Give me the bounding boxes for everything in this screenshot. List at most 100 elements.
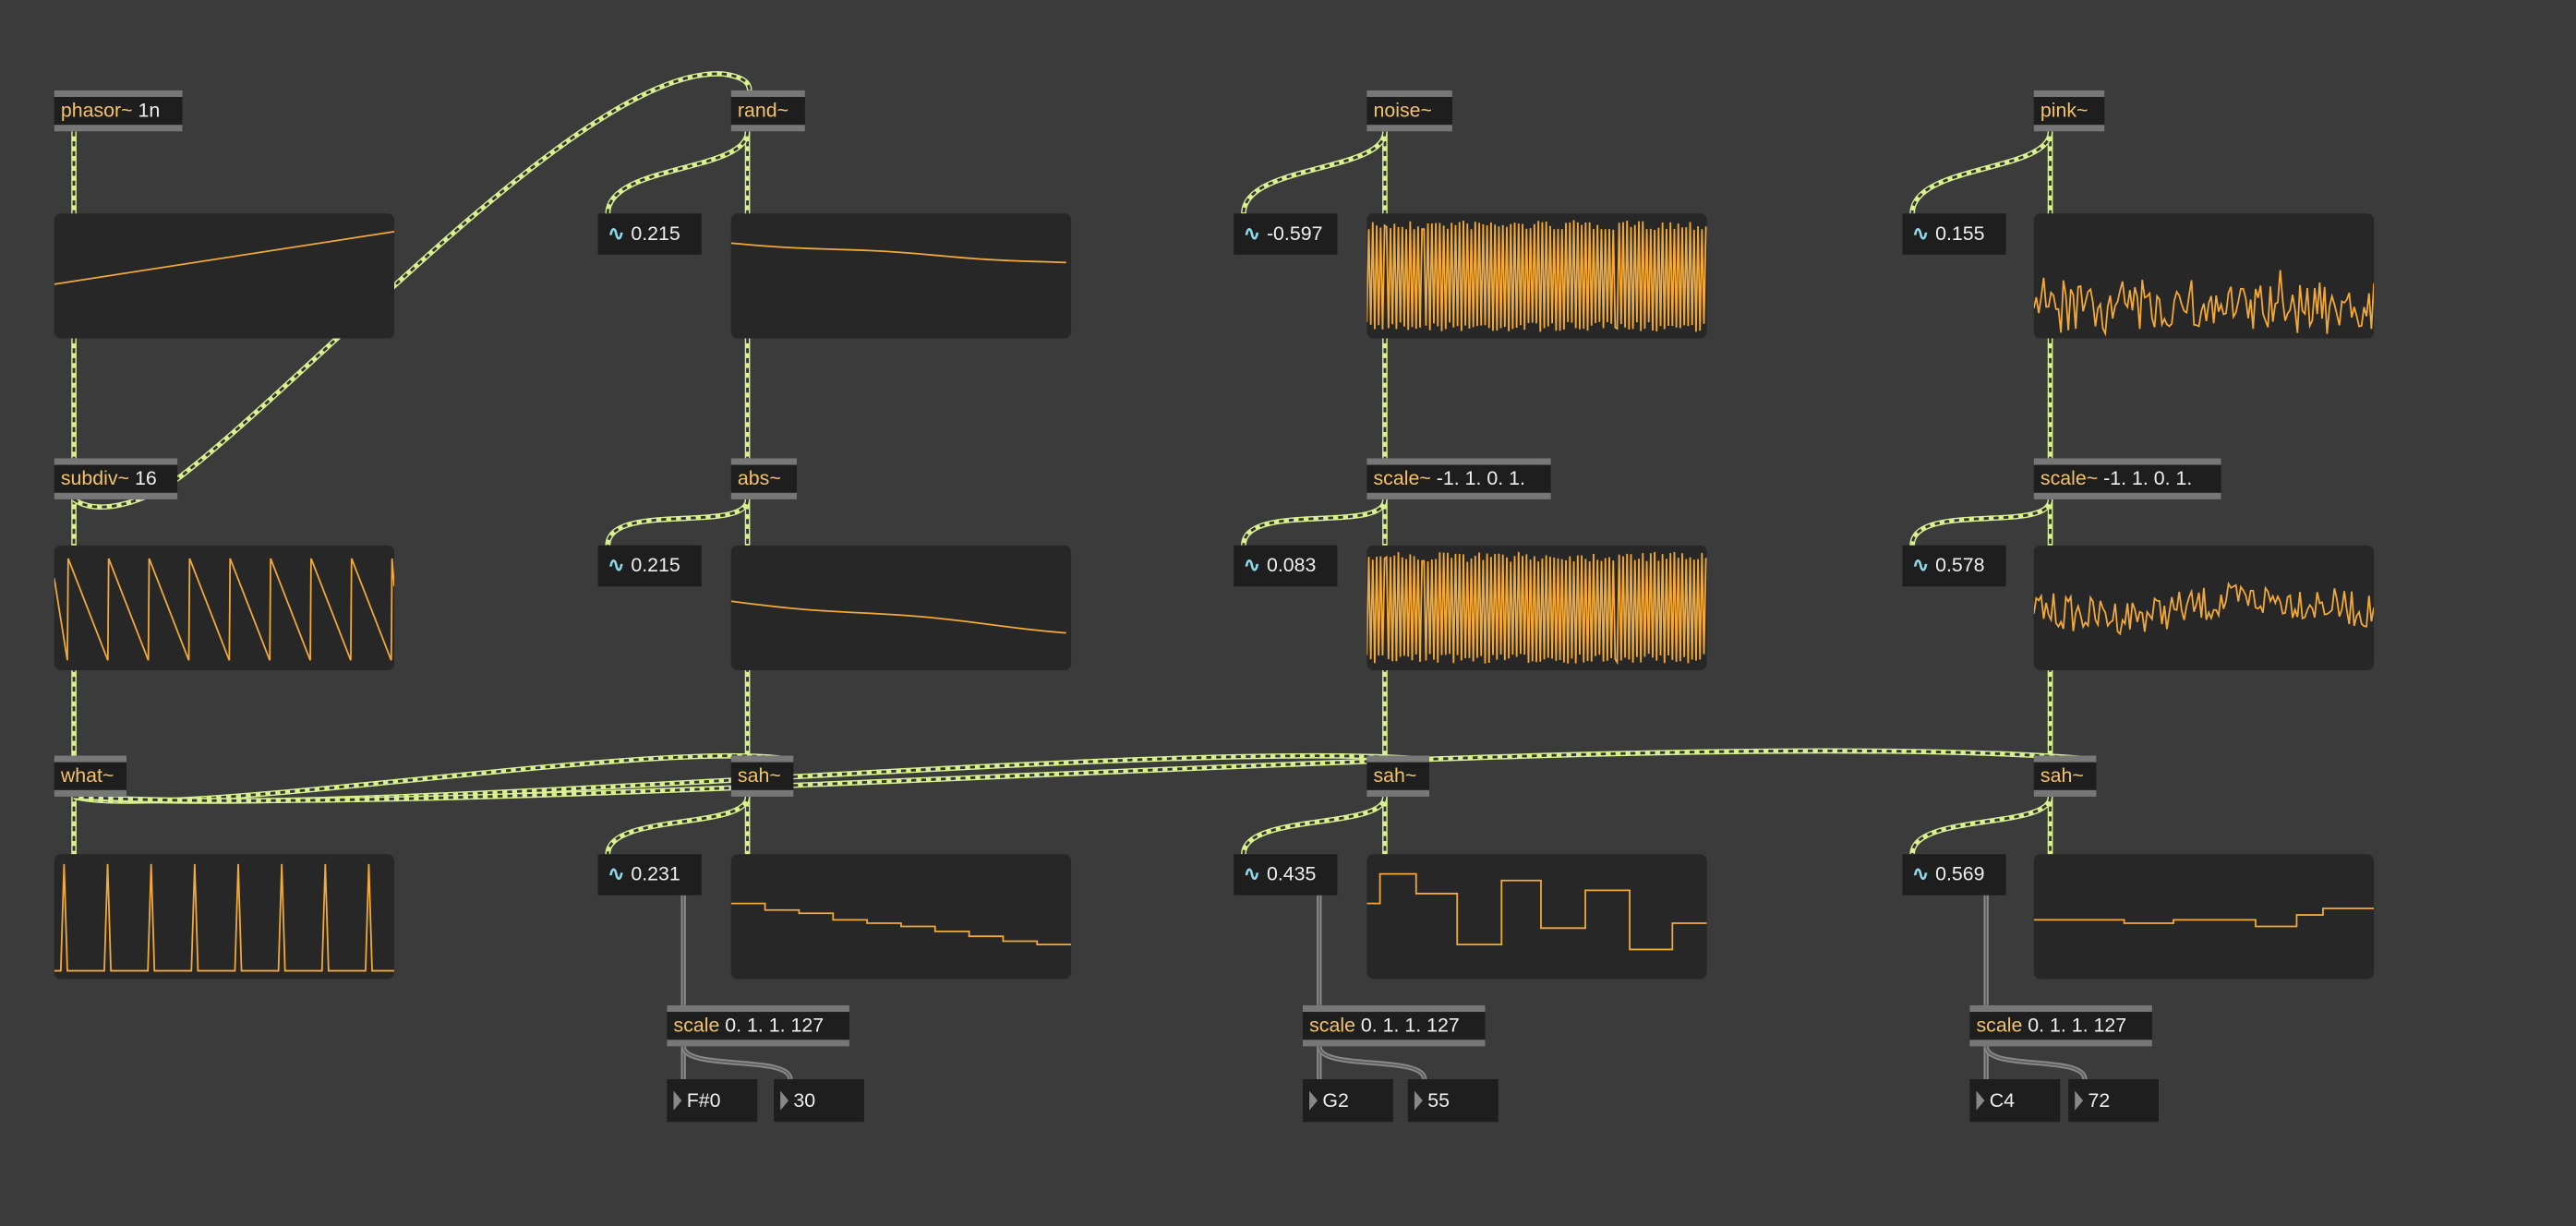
waveform-trace <box>730 902 1072 945</box>
signal-cord[interactable] <box>1241 130 1388 214</box>
inlet-triangle-icon <box>1309 1090 1318 1111</box>
waveform-trace <box>54 863 395 972</box>
signal-cord[interactable] <box>73 752 786 804</box>
scope-mid[interactable] <box>1366 545 1707 670</box>
note-value: F#0 <box>686 1088 721 1112</box>
signal-number-box[interactable]: ∿0.215 <box>597 545 702 587</box>
signal-number-box[interactable]: ∿-0.597 <box>1234 213 1338 255</box>
source-object[interactable]: rand~ <box>730 90 805 132</box>
object-args: -1. 1. 0. 1. <box>2103 466 2193 490</box>
waveform-trace <box>1366 220 1707 332</box>
mid-object[interactable]: abs~ <box>730 458 797 499</box>
signal-number-box[interactable]: ∿0.215 <box>597 213 702 255</box>
waveform-trace <box>54 231 395 285</box>
waveform-trace <box>2033 581 2375 636</box>
object-name: rand~ <box>737 98 789 122</box>
object-name: scale <box>1976 1013 2023 1037</box>
signal-cord[interactable] <box>1909 499 2053 547</box>
scope-sah[interactable] <box>1366 854 1707 980</box>
number-value: -0.597 <box>1266 222 1323 246</box>
waveform-trace <box>1366 872 1707 951</box>
scope-source[interactable] <box>1366 213 1707 339</box>
object-name: noise~ <box>1373 98 1433 122</box>
midi-value: 55 <box>1427 1088 1450 1112</box>
signal-cord[interactable] <box>73 748 2088 804</box>
mid-object[interactable]: scale~ -1. 1. 0. 1. <box>1366 458 1551 499</box>
scope-subdiv[interactable] <box>54 545 395 670</box>
signal-cord[interactable] <box>605 130 751 214</box>
waveform-trace <box>730 600 1066 634</box>
inlet-triangle-icon <box>673 1090 682 1111</box>
number-value: 0.155 <box>1935 222 1985 246</box>
scope-sah[interactable] <box>2033 854 2375 980</box>
object-name: scale <box>673 1013 720 1037</box>
control-cord[interactable] <box>1983 1045 2088 1080</box>
waveform-trace <box>54 558 395 661</box>
subdiv-object[interactable]: subdiv~ 16 <box>54 458 178 499</box>
scope-source[interactable] <box>2033 213 2375 339</box>
midi-number-box[interactable]: 72 <box>2068 1079 2160 1123</box>
signal-number-box[interactable]: ∿0.578 <box>1902 545 2006 587</box>
object-args: 1n <box>138 98 161 122</box>
object-name: subdiv~ <box>60 466 130 490</box>
sah-object[interactable]: sah~ <box>730 755 794 797</box>
object-name: sah~ <box>1373 763 1417 787</box>
number-value: 0.569 <box>1935 862 1985 886</box>
scale-object[interactable]: scale 0. 1. 1. 127 <box>1969 1004 2152 1047</box>
signal-number-box[interactable]: ∿0.569 <box>1902 854 2006 895</box>
midi-number-box[interactable]: 30 <box>774 1079 864 1123</box>
signal-cord[interactable] <box>605 796 751 855</box>
inlet-triangle-icon <box>1414 1090 1423 1111</box>
sah-object[interactable]: sah~ <box>2033 755 2097 797</box>
midi-number-box[interactable]: 55 <box>1407 1079 1499 1123</box>
object-name: what~ <box>60 763 114 787</box>
signal-wave-icon: ∿ <box>1912 222 1930 246</box>
control-cord[interactable] <box>1317 1045 1427 1080</box>
scale-object[interactable]: scale 0. 1. 1. 127 <box>667 1004 849 1047</box>
number-value: 0.215 <box>631 222 680 246</box>
scope-what[interactable] <box>54 854 395 980</box>
object-name: phasor~ <box>60 98 133 122</box>
scope-sah[interactable] <box>730 854 1072 980</box>
scope-mid[interactable] <box>2033 545 2375 670</box>
phasor-object[interactable]: phasor~ 1n <box>54 90 183 132</box>
object-args: 0. 1. 1. 127 <box>1360 1013 1460 1037</box>
scope-source[interactable] <box>730 213 1072 339</box>
waveform-trace <box>730 242 1066 264</box>
what-object[interactable]: what~ <box>54 755 127 797</box>
object-name: abs~ <box>737 466 781 490</box>
signal-wave-icon: ∿ <box>1243 553 1260 577</box>
signal-wave-icon: ∿ <box>1912 553 1930 577</box>
mid-object[interactable]: scale~ -1. 1. 0. 1. <box>2033 458 2221 499</box>
scope-mid[interactable] <box>730 545 1072 670</box>
signal-number-box[interactable]: ∿0.231 <box>597 854 702 895</box>
note-name-box[interactable]: C4 <box>1969 1079 2061 1123</box>
signal-wave-icon: ∿ <box>608 222 625 246</box>
inlet-triangle-icon <box>780 1090 789 1111</box>
signal-cord[interactable] <box>1909 130 2053 214</box>
signal-cord[interactable] <box>1241 796 1388 855</box>
signal-wave-icon: ∿ <box>608 862 625 886</box>
signal-number-box[interactable]: ∿0.155 <box>1902 213 2006 255</box>
waveform-trace <box>1366 551 1707 666</box>
signal-number-box[interactable]: ∿0.083 <box>1234 545 1338 587</box>
signal-cord[interactable] <box>605 499 751 547</box>
signal-number-box[interactable]: ∿0.435 <box>1234 854 1338 895</box>
signal-wave-icon: ∿ <box>1243 222 1260 246</box>
scale-object[interactable]: scale 0. 1. 1. 127 <box>1302 1004 1486 1047</box>
note-value: C4 <box>1989 1088 2016 1112</box>
signal-cord[interactable] <box>1909 796 2053 855</box>
note-name-box[interactable]: G2 <box>1302 1079 1393 1123</box>
signal-cord[interactable] <box>1241 499 1388 547</box>
control-cord[interactable] <box>680 1045 793 1080</box>
signal-wave-icon: ∿ <box>1912 862 1930 886</box>
source-object[interactable]: pink~ <box>2033 90 2105 132</box>
scope-phasor[interactable] <box>54 213 395 339</box>
sah-object[interactable]: sah~ <box>1366 755 1429 797</box>
source-object[interactable]: noise~ <box>1366 90 1452 132</box>
waveform-trace <box>2033 907 2375 928</box>
note-name-box[interactable]: F#0 <box>667 1079 758 1123</box>
midi-value: 30 <box>793 1088 816 1112</box>
number-value: 0.083 <box>1266 553 1317 577</box>
